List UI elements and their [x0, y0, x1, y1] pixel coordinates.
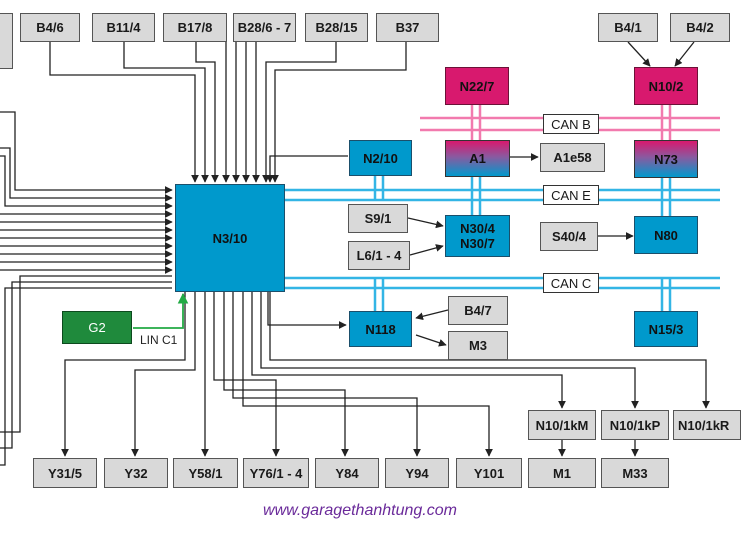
box-n118: N118 [349, 311, 412, 347]
can-e-c-bus [285, 176, 720, 311]
box-y31-5: Y31/5 [33, 458, 97, 488]
box-b4-1: B4/1 [598, 13, 658, 42]
box-y101: Y101 [456, 458, 522, 488]
watermark-url: www.garagethanhtung.com [263, 502, 457, 519]
box-a1e58: A1e58 [540, 143, 605, 172]
box-b11-4: B11/4 [92, 13, 155, 42]
box-m1: M1 [528, 458, 596, 488]
box-n15-3: N15/3 [634, 311, 698, 347]
box-a1: A1 [445, 140, 510, 177]
box-n3-10: N3/10 [175, 184, 285, 292]
box-s9-1: S9/1 [348, 204, 408, 233]
box-b28-15: B28/15 [305, 13, 368, 42]
label-lin-c1: LIN C1 [140, 333, 178, 347]
box-b17-8: B17/8 [163, 13, 227, 42]
box-n80: N80 [634, 216, 698, 254]
label-can-e: CAN E [543, 185, 599, 205]
box-m33: M33 [601, 458, 669, 488]
box-n10-1kp: N10/1kP [601, 410, 669, 440]
label-n30-4: N30/4 [460, 221, 495, 236]
label-n30-7: N30/7 [460, 236, 495, 251]
box-b28-6-7: B28/6 - 7 [233, 13, 296, 42]
box-n30-4-7: N30/4 N30/7 [445, 215, 510, 257]
box-y58-1: Y58/1 [173, 458, 238, 488]
box-n10-2: N10/2 [634, 67, 698, 105]
box-y94: Y94 [385, 458, 449, 488]
label-can-b: CAN B [543, 114, 599, 134]
box-y84: Y84 [315, 458, 379, 488]
box-s40-4: S40/4 [540, 222, 598, 251]
box-y76-1-4: Y76/1 - 4 [243, 458, 309, 488]
label-can-c: CAN C [543, 273, 599, 293]
box-n10-1kr: N10/1kR [673, 410, 741, 440]
signal-wires [0, 41, 710, 466]
box-n22-7: N22/7 [445, 67, 509, 105]
box-n73: N73 [634, 140, 698, 178]
box-y32: Y32 [104, 458, 168, 488]
wire-layer [0, 41, 720, 466]
box-b4-6: B4/6 [20, 13, 80, 42]
box-n2-10: N2/10 [349, 140, 412, 176]
lin-c1-link [133, 292, 189, 329]
box-n10-1km: N10/1kM [528, 410, 596, 440]
box-m3: M3 [448, 331, 508, 360]
box-b4-2: B4/2 [670, 13, 730, 42]
wiring-diagram: B4/6 B11/4 B17/8 B28/6 - 7 B28/15 B37 B4… [0, 13, 741, 519]
box-b4-7: B4/7 [448, 296, 508, 325]
box-b37: B37 [376, 13, 439, 42]
box-partial-left [0, 13, 13, 69]
box-l6-1-4: L6/1 - 4 [348, 241, 410, 270]
box-g2: G2 [62, 311, 132, 344]
